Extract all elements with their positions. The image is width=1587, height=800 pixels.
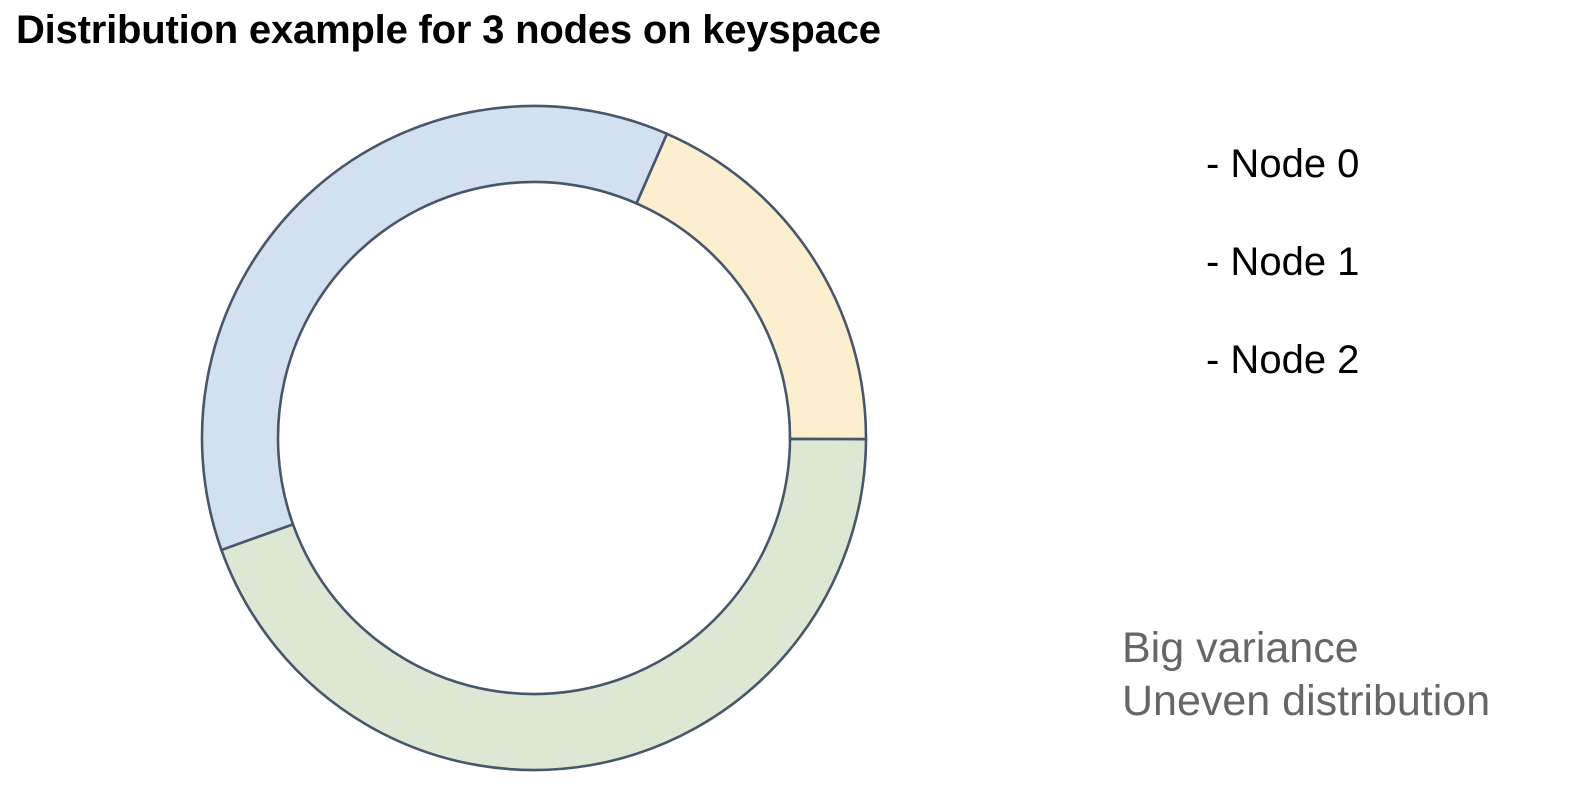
arc-swatch-node-0 <box>1108 128 1204 218</box>
annotation-uneven-distribution: Uneven distribution <box>1122 677 1491 725</box>
annotation-big-variance: Big variance <box>1122 624 1359 672</box>
donut-chart-svg <box>200 104 868 772</box>
donut-slices <box>200 104 868 772</box>
legend-item-node-2[interactable]: - Node 2 <box>1108 324 1578 422</box>
legend-label-node-1: - Node 1 <box>1206 240 1360 284</box>
arc-swatch-node-1 <box>1108 226 1204 316</box>
legend-label-node-0: - Node 0 <box>1206 142 1360 186</box>
legend-item-node-1[interactable]: - Node 1 <box>1108 226 1578 324</box>
page-title: Distribution example for 3 nodes on keys… <box>16 8 881 52</box>
donut-slice-node-2[interactable] <box>200 104 669 552</box>
donut-slice-node-0[interactable] <box>634 132 868 441</box>
legend: - Node 0 - Node 1 - Node 2 <box>1108 128 1578 422</box>
arc-swatch-node-2 <box>1108 324 1204 414</box>
donut-chart <box>200 104 868 772</box>
legend-item-node-0[interactable]: - Node 0 <box>1108 128 1578 226</box>
chart-annotations: Big variance Uneven distribution <box>1122 622 1490 728</box>
legend-label-node-2: - Node 2 <box>1206 338 1360 382</box>
donut-slice-node-1[interactable] <box>219 437 868 772</box>
